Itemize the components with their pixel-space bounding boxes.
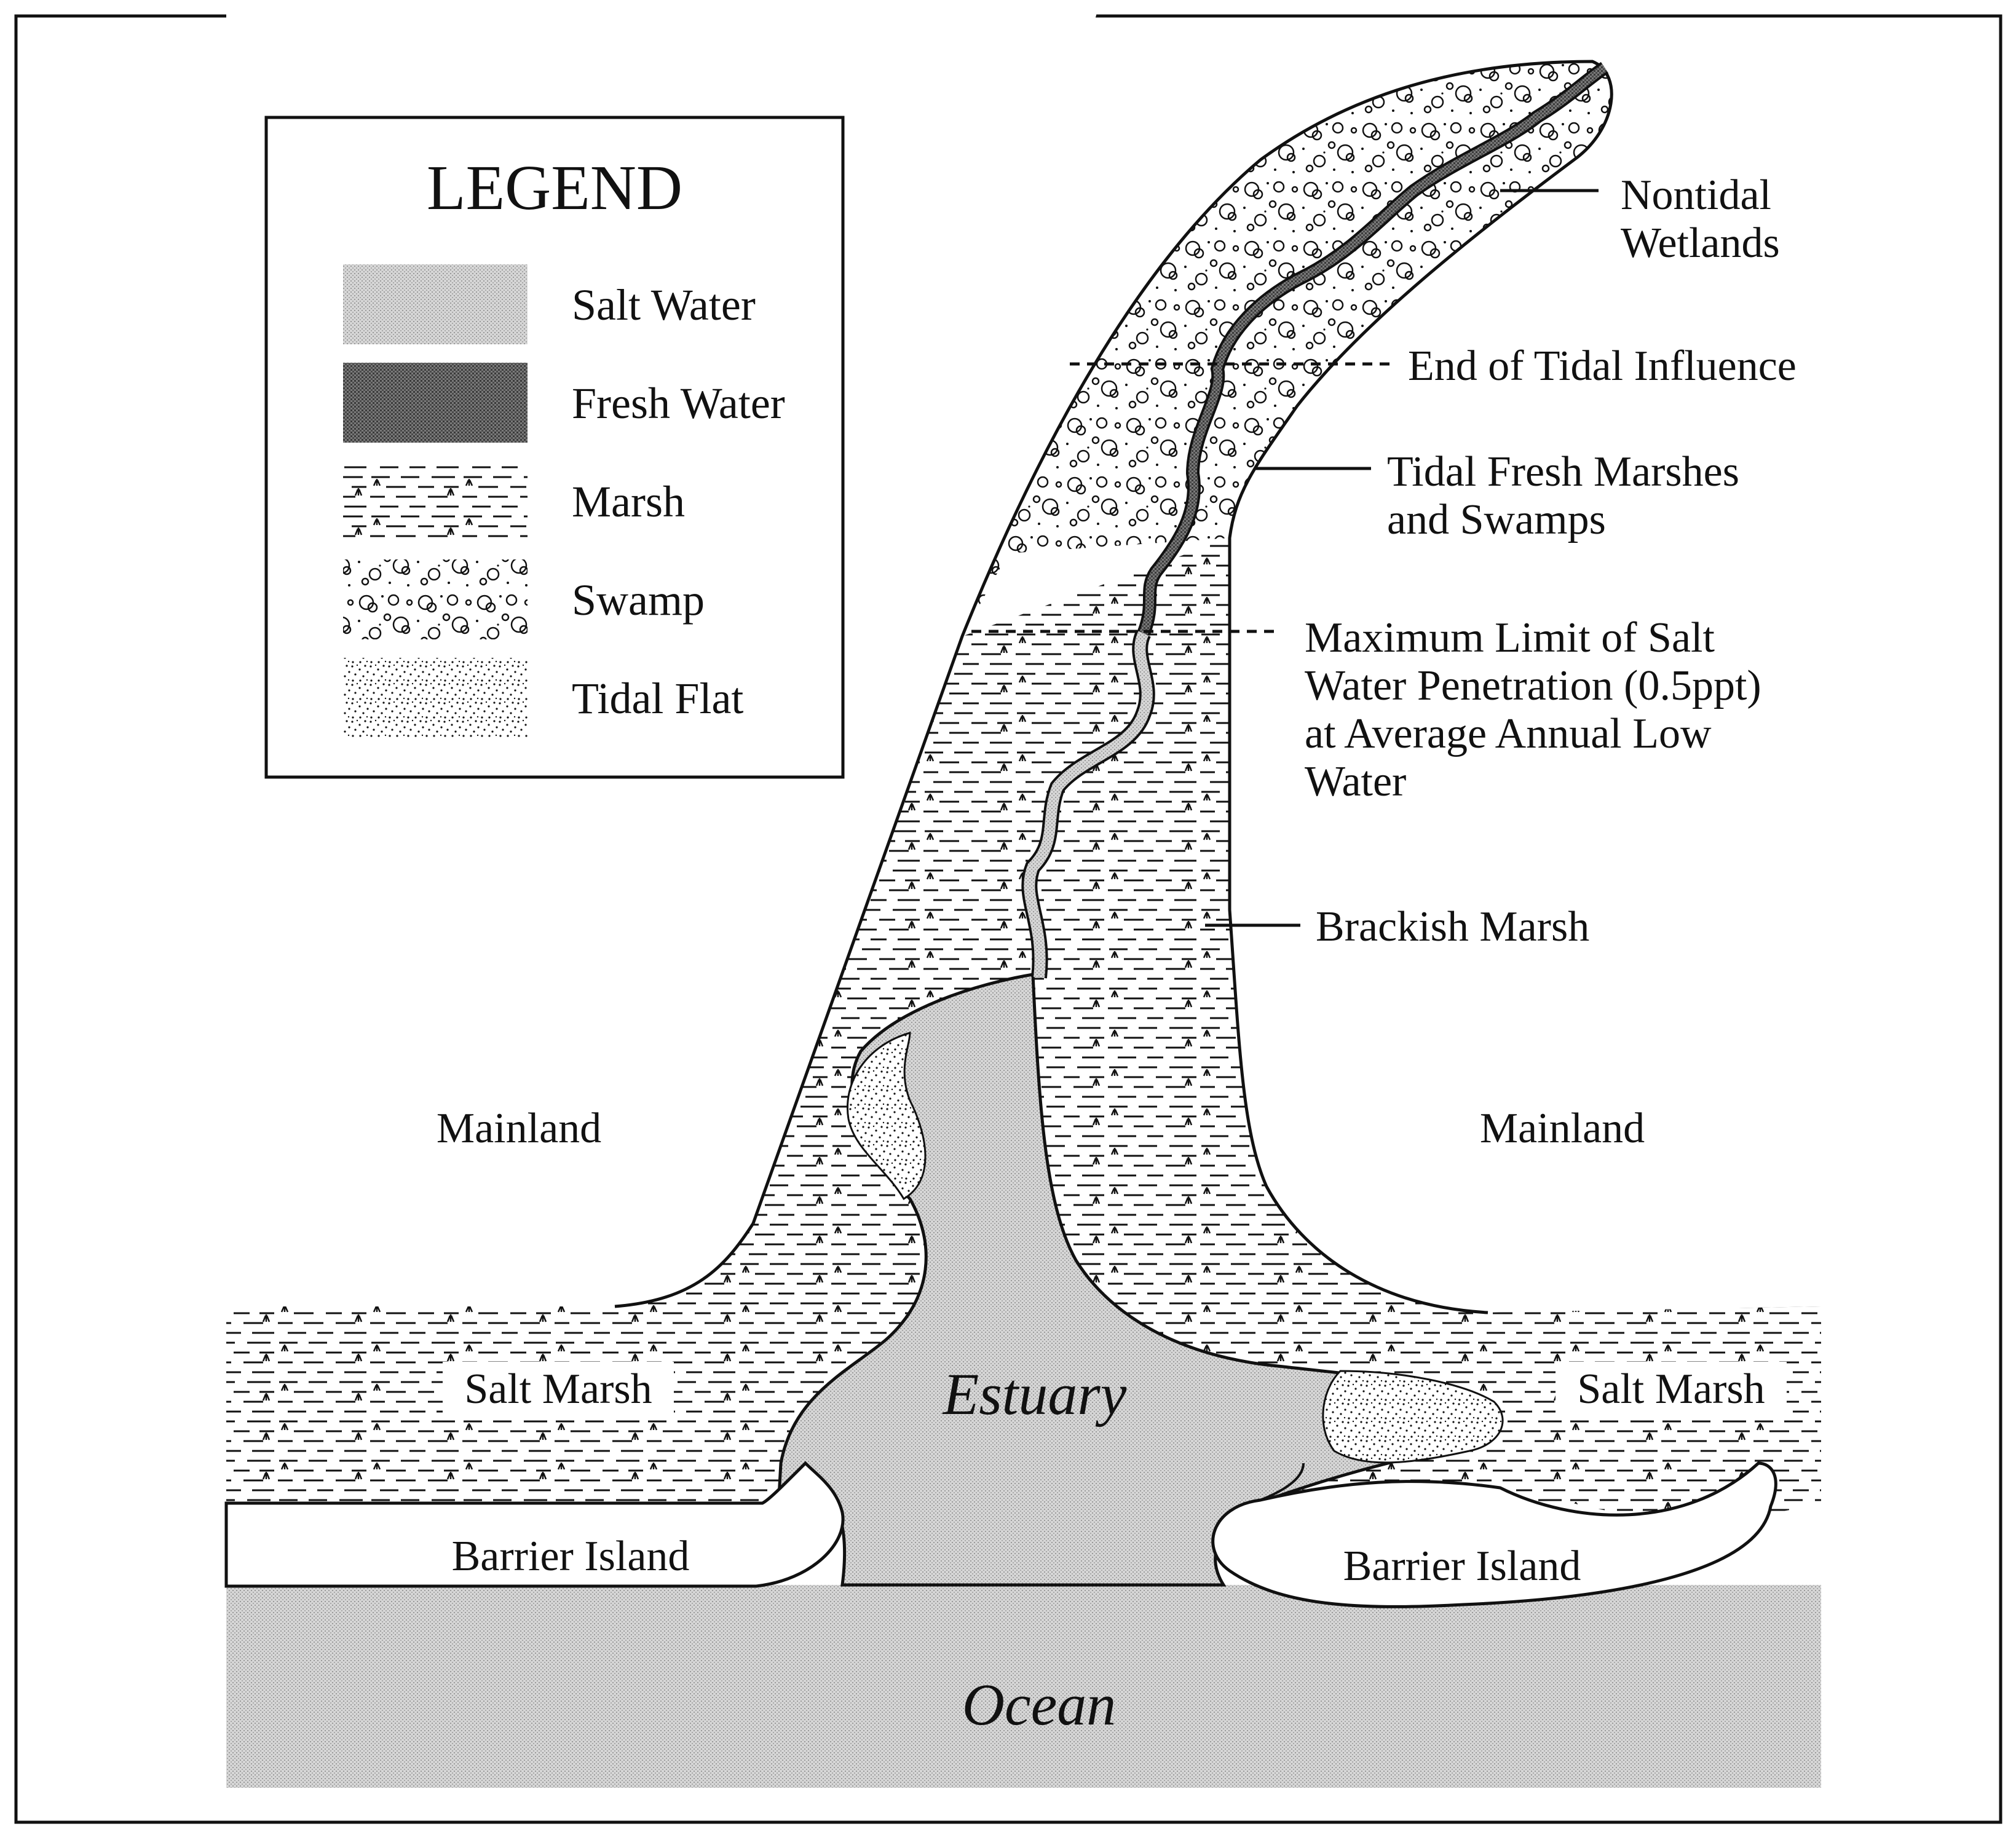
legend-label-marsh: Marsh <box>572 477 685 526</box>
legend-label-fresh-water: Fresh Water <box>572 379 785 428</box>
callout-salt-limit-line-1: Maximum Limit of Salt <box>1305 614 1715 662</box>
callout-salt-limit-line-4: Water <box>1305 758 1406 805</box>
estuary-label: Estuary <box>942 1361 1127 1427</box>
callout-tidal-fresh-line-2: and Swamps <box>1387 496 1606 543</box>
mainland-right-label: Mainland <box>1480 1105 1645 1152</box>
callout-tidal-end-line-1: End of Tidal Influence <box>1408 342 1797 390</box>
legend-label-swamp: Swamp <box>572 575 705 625</box>
salt-marsh-left-label: Salt Marsh <box>464 1365 652 1413</box>
callout-salt-limit-line-3: at Average Annual Low <box>1305 710 1712 757</box>
legend-title: LEGEND <box>427 152 682 223</box>
ocean-label: Ocean <box>962 1672 1117 1737</box>
legend-label-salt-water: Salt Water <box>572 280 756 330</box>
legend-swatch-swamp <box>343 559 528 639</box>
legend-swatch-marsh <box>343 461 528 541</box>
legend-swatch-tidal-flat <box>343 658 528 738</box>
callout-tidal-fresh-line-1: Tidal Fresh Marshes <box>1387 448 1739 496</box>
callout-nontidal-wetlands: Nontidal Wetlands <box>1621 172 1780 267</box>
legend-label-tidal-flat: Tidal Flat <box>572 674 743 723</box>
barrier-island-right-label: Barrier Island <box>1343 1543 1581 1590</box>
callout-salt-limit-line-2: Water Penetration (0.5ppt) <box>1305 662 1761 709</box>
legend: LEGEND Salt Water Fresh Water Marsh Swam… <box>266 117 843 777</box>
callout-nontidal-line-1: Nontidal <box>1621 172 1771 219</box>
legend-swatch-salt-water <box>343 264 528 344</box>
callout-tidal-influence: End of Tidal Influence <box>1408 342 1797 390</box>
callout-brackish-line-1: Brackish Marsh <box>1316 903 1589 950</box>
mainland-left-label: Mainland <box>437 1105 601 1152</box>
callout-brackish-marsh: Brackish Marsh <box>1316 903 1589 950</box>
salt-marsh-right-label: Salt Marsh <box>1577 1365 1765 1413</box>
legend-swatch-fresh-water <box>343 363 528 443</box>
barrier-island-left-label: Barrier Island <box>452 1533 690 1580</box>
callout-nontidal-line-2: Wetlands <box>1621 219 1780 267</box>
